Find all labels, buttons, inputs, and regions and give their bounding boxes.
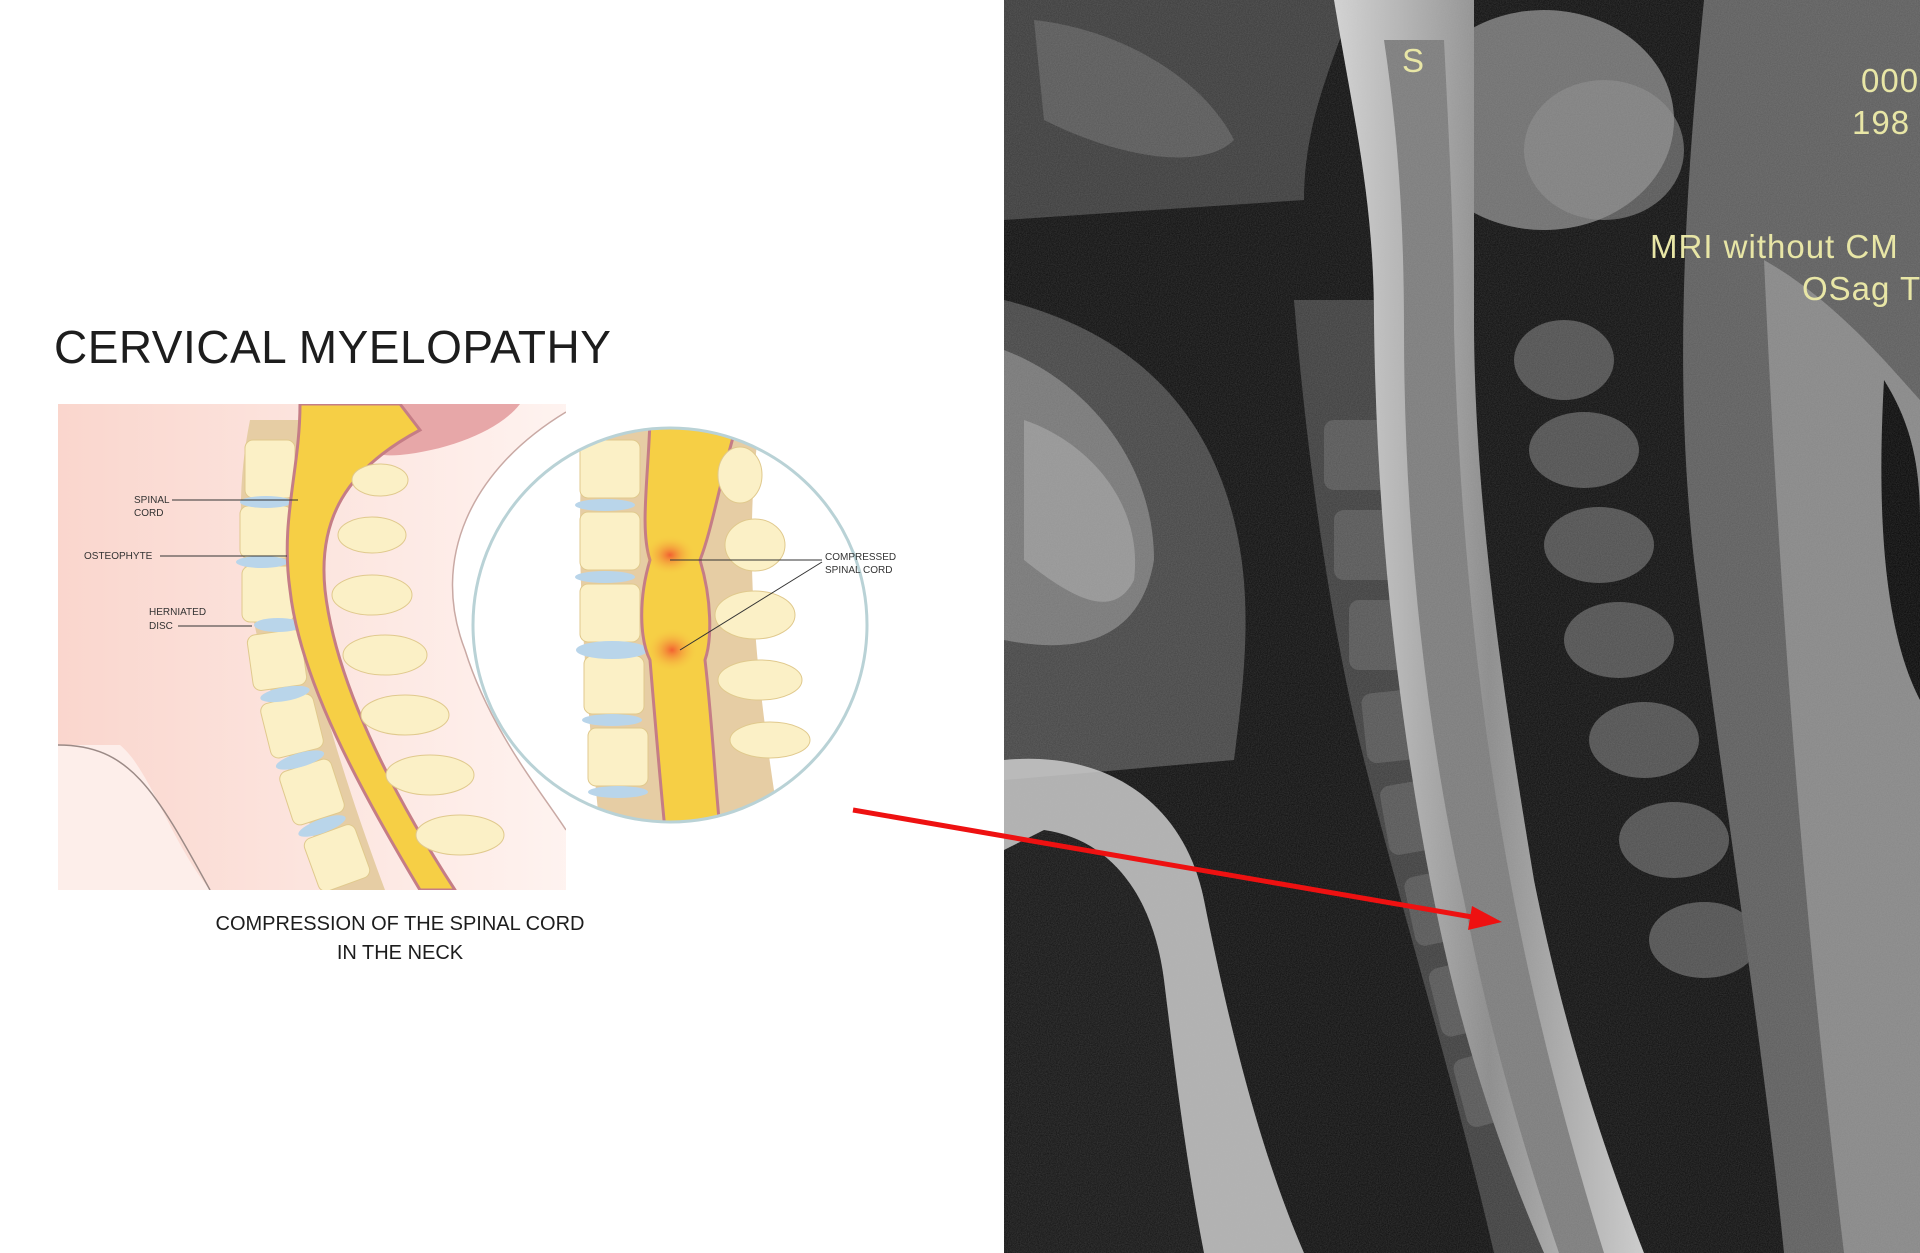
mri-scan-image: [1004, 0, 1920, 1253]
compression-point-upper: [644, 535, 696, 575]
label-spinal-cord: SPINAL CORD: [134, 495, 298, 519]
compression-point-lower: [646, 628, 698, 672]
svg-text:DISC: DISC: [149, 621, 173, 632]
mri-sequence-label-2: OSag T: [1802, 270, 1920, 307]
mri-orientation-label: S: [1402, 42, 1426, 79]
svg-text:SPINAL CORD: SPINAL CORD: [825, 565, 892, 576]
spine-illustration: SPINAL CORD OSTEOPHYTE HERNIATED DISC: [58, 404, 896, 890]
svg-text:SPINAL: SPINAL: [134, 495, 170, 506]
herniated-disc: [254, 618, 302, 632]
label-compressed-spinal-cord: COMPRESSED SPINAL CORD: [670, 552, 896, 651]
mri-sequence-label: MRI without CM: [1650, 228, 1899, 265]
magnified-view: [471, 426, 869, 824]
svg-text:HERNIATED: HERNIATED: [149, 607, 206, 618]
vertebral-column: [236, 420, 385, 890]
posterior-elements: [331, 463, 505, 856]
mri-year-label: 198: [1852, 104, 1911, 141]
label-herniated-disc: HERNIATED DISC: [149, 607, 252, 632]
illustration-panel: CERVICAL MYELOPATHY: [54, 321, 896, 964]
mri-id-label: 000: [1861, 62, 1920, 99]
spinal-cord: [285, 404, 457, 890]
label-osteophyte: OSTEOPHYTE: [84, 551, 287, 562]
diagram-title: CERVICAL MYELOPATHY: [54, 321, 612, 373]
svg-text:OSTEOPHYTE: OSTEOPHYTE: [84, 551, 153, 562]
diagram-caption: COMPRESSION OF THE SPINAL CORD IN THE NE…: [215, 913, 585, 964]
svg-text:CORD: CORD: [134, 508, 163, 519]
svg-text:COMPRESSED: COMPRESSED: [825, 552, 896, 563]
